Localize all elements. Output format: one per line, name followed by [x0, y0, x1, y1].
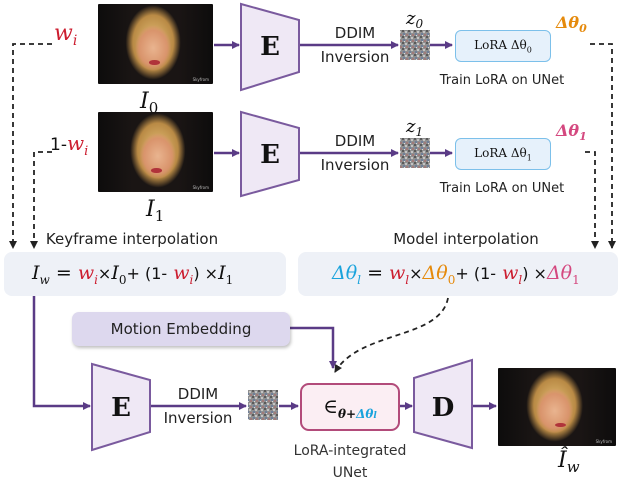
train-caption-0: Train LoRA on UNet: [439, 73, 564, 88]
latent-label-1: z1: [405, 116, 423, 139]
ddim-label-2-line2: Inversion: [164, 409, 233, 427]
weight-label-wi: wi: [54, 21, 77, 49]
ddim-label-1-line2: Inversion: [321, 156, 390, 174]
model-interp-title: Model interpolation: [393, 230, 539, 248]
encoder-label-2: E: [111, 393, 131, 423]
lora-label-1: LoRA Δθ: [474, 146, 527, 160]
unet-symbol: ∈θ+Δθl: [323, 394, 377, 421]
image-label-1: I1: [145, 197, 164, 225]
delta-theta-0-label: Δθ0: [555, 13, 587, 35]
lora-label-0: LoRA Δθ: [474, 38, 527, 52]
lora-integrated-unet-box: ∈θ+Δθl: [300, 383, 400, 431]
watermark-0: Skyfrom: [192, 77, 209, 82]
latent-noise-1: [400, 138, 430, 168]
encoder-block-2: E: [91, 362, 151, 452]
latent-label-0: z0: [405, 8, 423, 31]
lora-sub-1: 1: [526, 153, 532, 163]
latent-noise-2: [248, 390, 278, 420]
keyframe-image-0: Skyfrom: [98, 4, 213, 84]
delta-theta-1-label: Δθ1: [555, 121, 587, 143]
unet-caption-line1: LoRA-integrated: [294, 443, 407, 459]
train-caption-1: Train LoRA on UNet: [439, 181, 564, 196]
dashed-1minusw-to-keyframe: [30, 151, 52, 249]
encoder-label-0: E: [260, 32, 280, 62]
dashed-delta0-to-model: [590, 43, 616, 249]
ddim-label-2-line1: DDIM: [178, 385, 218, 403]
model-formula-box: Δθl = wl×Δθ0+ (1- wl) ×Δθ1: [298, 252, 618, 296]
keyframe-image-1: Skyfrom: [98, 112, 213, 192]
encoder-block-1: E: [240, 110, 300, 198]
ddim-label-1-line1: DDIM: [335, 132, 375, 150]
dashed-delta1-to-model: [585, 151, 599, 249]
model-formula: Δθl = wl×Δθ0+ (1- wl) ×Δθ1: [332, 262, 580, 287]
keyframe-formula-box: Iw = wi×I0+ (1- wi) ×I1: [4, 252, 286, 296]
keyframe-interp-title: Keyframe interpolation: [46, 230, 218, 248]
decoder-block: D: [413, 358, 473, 450]
keyframe-formula: Iw = wi×I0+ (1- wi) ×I1: [32, 262, 234, 287]
dashed-w-to-keyframe: [9, 43, 52, 249]
lora-box-1: LoRA Δθ1: [455, 138, 551, 170]
lora-sub-0: 0: [526, 45, 532, 55]
output-image: Skyfrom: [498, 368, 616, 446]
motion-embedding-label: Motion Embedding: [110, 320, 252, 338]
encoder-block-0: E: [240, 2, 300, 92]
unet-caption-line2: UNet: [333, 465, 368, 481]
weight-label-1minuswi: 1-wi: [50, 131, 88, 159]
output-label: Îw: [557, 446, 580, 476]
dashed-arrows: [9, 43, 616, 373]
watermark-2: Skyfrom: [595, 439, 612, 444]
arrow-keyframe-encoder: [32, 295, 91, 410]
encoder-label-1: E: [260, 140, 280, 170]
solid-arrows: [32, 41, 497, 410]
latent-noise-0: [400, 30, 430, 60]
decoder-label: D: [432, 393, 455, 423]
lora-box-0: LoRA Δθ0: [455, 30, 551, 62]
ddim-label-0-line1: DDIM: [335, 24, 375, 42]
watermark-1: Skyfrom: [192, 185, 209, 190]
motion-embedding-box: Motion Embedding: [72, 312, 290, 346]
arrow-motion-unet: [290, 326, 337, 369]
ddim-labels: DDIM Inversion DDIM Inversion DDIM Inver…: [164, 24, 390, 427]
dashed-model-to-unet: [334, 297, 449, 373]
image-label-0: I0: [139, 89, 158, 117]
ddim-label-0-line2: Inversion: [321, 48, 390, 66]
